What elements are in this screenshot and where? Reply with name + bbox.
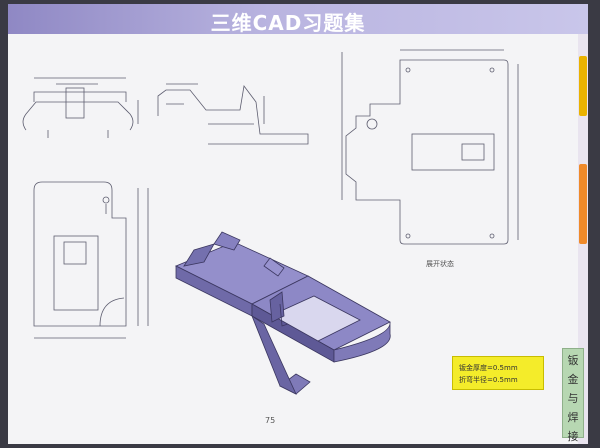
bend-radius-note: 折弯半径=0.5mm xyxy=(459,376,518,384)
page-number: 75 xyxy=(265,416,276,425)
flat-view-caption: 展开状态 xyxy=(426,260,454,268)
isometric-part-model xyxy=(175,231,391,395)
thickness-note: 钣金厚度=0.5mm xyxy=(459,364,518,372)
edge-tab-orange xyxy=(579,164,587,244)
page-title: 三维CAD习题集 xyxy=(210,11,366,35)
edge-tab-yellow xyxy=(579,56,587,116)
side-tab-char: 钣 xyxy=(567,354,579,367)
side-view-drawing xyxy=(157,83,309,145)
technical-drawings xyxy=(22,49,519,395)
book-page: 三维CAD习题集 xyxy=(8,4,588,444)
side-tab-char: 金 xyxy=(567,373,579,386)
chapter-side-tab: 钣 金 与 焊 接 xyxy=(562,348,584,443)
header-band xyxy=(8,4,588,34)
flat-pattern-drawing xyxy=(341,49,519,245)
side-tab-char: 接 xyxy=(567,430,579,443)
front-view-drawing xyxy=(22,77,139,138)
top-view-drawing xyxy=(33,181,149,339)
side-tab-char: 与 xyxy=(567,392,579,405)
spec-note-box: 钣金厚度=0.5mm 折弯半径=0.5mm xyxy=(452,356,544,390)
side-tab-char: 焊 xyxy=(567,411,579,424)
